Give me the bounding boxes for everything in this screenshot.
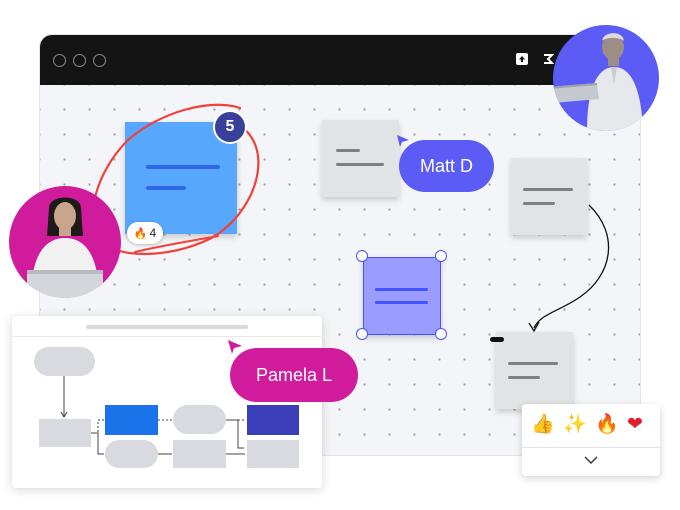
person-with-laptop-icon	[553, 33, 643, 131]
flowchart-connectors	[60, 376, 245, 455]
grey-sticky-note[interactable]	[496, 332, 573, 409]
flow-terminal-node[interactable]	[173, 405, 226, 434]
flow-start-node[interactable]	[34, 347, 95, 376]
fire-icon: 🔥	[133, 227, 148, 240]
resize-handle[interactable]	[435, 328, 447, 340]
connector-handle[interactable]	[490, 337, 504, 342]
note-count-badge[interactable]: 5	[213, 110, 247, 144]
person-with-laptop-icon	[27, 197, 103, 298]
grey-sticky-note[interactable]	[322, 120, 399, 197]
window-control-dot[interactable]	[53, 54, 66, 67]
cursor-icon	[397, 135, 409, 147]
flow-process-node[interactable]	[39, 419, 91, 447]
fire-icon[interactable]: 🔥	[595, 414, 619, 435]
note-text-line	[375, 301, 428, 304]
window-control-dot[interactable]	[73, 54, 86, 67]
reactions-picker: 👍 ✨ 🔥 ❤	[522, 404, 660, 476]
selected-sticky-note[interactable]	[363, 257, 441, 335]
grey-sticky-note[interactable]	[511, 158, 587, 235]
collaborator-label-matt: Matt D	[399, 140, 494, 192]
note-text-line	[336, 163, 384, 166]
frame-header-bar	[86, 325, 248, 329]
note-text-line	[508, 376, 540, 379]
flowchart-frame[interactable]	[12, 316, 322, 488]
note-text-line	[508, 362, 558, 365]
note-text-line	[336, 149, 360, 152]
note-text-line	[375, 288, 428, 291]
fire-reaction-badge[interactable]: 🔥 4	[127, 222, 163, 244]
reaction-count: 4	[149, 226, 157, 240]
heart-icon[interactable]: ❤	[627, 414, 643, 435]
chevron-down-icon[interactable]	[584, 456, 598, 465]
note-text-line	[523, 202, 555, 205]
avatar-matt	[553, 25, 659, 131]
flow-process-node[interactable]	[247, 440, 299, 468]
flow-process-node[interactable]	[173, 440, 226, 468]
note-text-line	[146, 165, 220, 169]
resize-handle[interactable]	[356, 250, 368, 262]
sparkles-icon[interactable]: ✨	[563, 414, 587, 435]
note-text-line	[523, 188, 573, 191]
collaborator-label-pamela: Pamela L	[230, 348, 358, 402]
thumbs-up-icon[interactable]: 👍	[531, 414, 555, 435]
avatar-pamela	[9, 186, 121, 298]
window-control-dot[interactable]	[93, 54, 106, 67]
sigma-icon[interactable]	[542, 53, 554, 65]
resize-handle[interactable]	[435, 250, 447, 262]
title-bar	[40, 35, 640, 85]
flow-blue-node[interactable]	[105, 405, 158, 435]
panel-divider	[522, 447, 660, 448]
cursor-icon	[228, 340, 242, 354]
note-text-line	[146, 186, 186, 190]
resize-handle[interactable]	[356, 328, 368, 340]
flow-indigo-node[interactable]	[247, 405, 299, 435]
upload-icon[interactable]	[516, 53, 528, 65]
blue-sticky-note[interactable]	[125, 122, 237, 234]
flow-terminal-node[interactable]	[105, 440, 158, 468]
frame-divider	[12, 336, 322, 337]
